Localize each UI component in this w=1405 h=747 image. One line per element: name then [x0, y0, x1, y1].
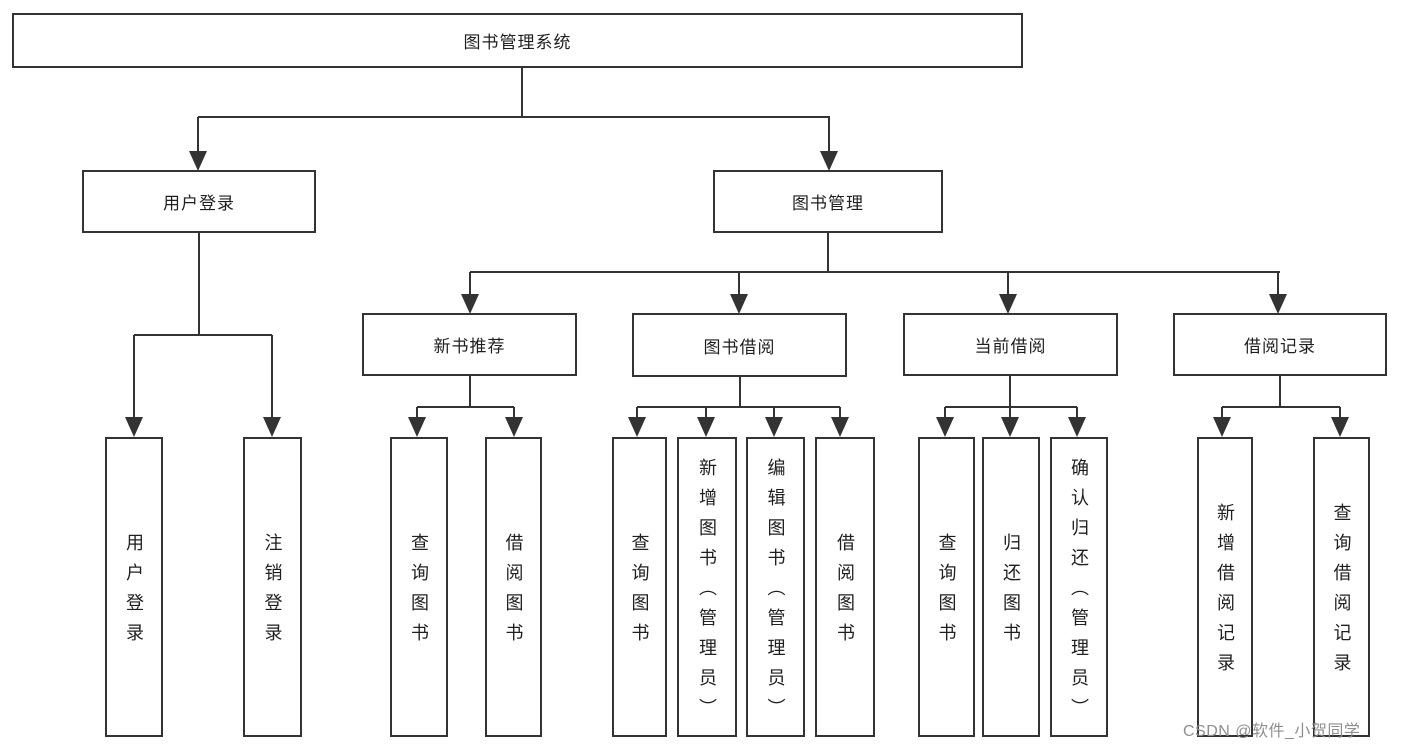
arrowhead [189, 151, 838, 171]
node-borrow-records: 借阅记录 [1173, 313, 1387, 376]
leaf-label: 确认归还（管理员） [1069, 458, 1089, 728]
leaf-label: 归还图书 [1001, 533, 1021, 653]
arrowhead [628, 417, 849, 437]
connector-borrow-to-leaves [628, 377, 849, 437]
leaf-label: 借阅图书 [503, 533, 524, 653]
connector-line [197, 68, 830, 152]
connector-current-to-leaves [936, 376, 1086, 437]
connector-line [416, 376, 515, 419]
leaf-recommend-borrow-books: 借阅图书 [485, 437, 542, 737]
node-new-book-recommend: 新书推荐 [362, 313, 577, 376]
leaf-label: 查询图书 [629, 533, 650, 653]
connector-line [636, 377, 841, 419]
leaf-query-borrow-record: 查询借阅记录 [1313, 437, 1370, 737]
leaf-user-login: 用户登录 [105, 437, 163, 737]
leaf-label: 注销登录 [262, 533, 283, 653]
leaf-label: 新增借阅记录 [1215, 503, 1235, 683]
leaf-return-books: 归还图书 [982, 437, 1040, 737]
connector-book-mgmt-to-level3 [461, 233, 1287, 314]
connector-line [133, 233, 273, 419]
leaf-label: 查询图书 [936, 533, 957, 653]
leaf-add-books-admin: 新增图书（管理员） [677, 437, 737, 737]
leaf-label: 查询借阅记录 [1331, 503, 1352, 683]
arrowhead [408, 417, 523, 437]
arrowhead [461, 294, 1287, 314]
leaf-label: 借阅图书 [835, 533, 855, 653]
leaf-borrow-books: 借阅图书 [815, 437, 875, 737]
node-book-borrow: 图书借阅 [632, 313, 847, 377]
leaf-label: 新增图书（管理员） [697, 458, 717, 728]
arrowhead [1213, 417, 1349, 437]
connector-root-to-level2 [189, 68, 838, 171]
connector-user-login-to-leaves [125, 233, 281, 437]
node-user-login: 用户登录 [82, 170, 316, 233]
arrowhead [125, 417, 281, 437]
leaf-confirm-return-admin: 确认归还（管理员） [1050, 437, 1108, 737]
node-book-management: 图书管理 [713, 170, 943, 233]
connector-line [469, 233, 1280, 296]
arrowhead [936, 417, 1086, 437]
leaf-recommend-query-books: 查询图书 [390, 437, 448, 737]
leaf-label: 编辑图书（管理员） [765, 458, 786, 728]
connector-recommend-to-leaves [408, 376, 523, 437]
node-root-system: 图书管理系统 [12, 13, 1023, 68]
leaf-add-borrow-record: 新增借阅记录 [1197, 437, 1253, 737]
leaf-logout: 注销登录 [243, 437, 302, 737]
leaf-borrow-query-books: 查询图书 [612, 437, 667, 737]
connector-line [1221, 376, 1341, 419]
node-current-borrow: 当前借阅 [903, 313, 1118, 376]
connector-records-to-leaves [1213, 376, 1349, 437]
leaf-edit-books-admin: 编辑图书（管理员） [746, 437, 805, 737]
leaf-label: 查询图书 [409, 533, 429, 653]
csdn-watermark: CSDN @软件_小贺同学 [1183, 723, 1361, 740]
leaf-label: 用户登录 [124, 533, 144, 653]
connector-line [944, 376, 1078, 419]
leaf-current-query-books: 查询图书 [918, 437, 975, 737]
